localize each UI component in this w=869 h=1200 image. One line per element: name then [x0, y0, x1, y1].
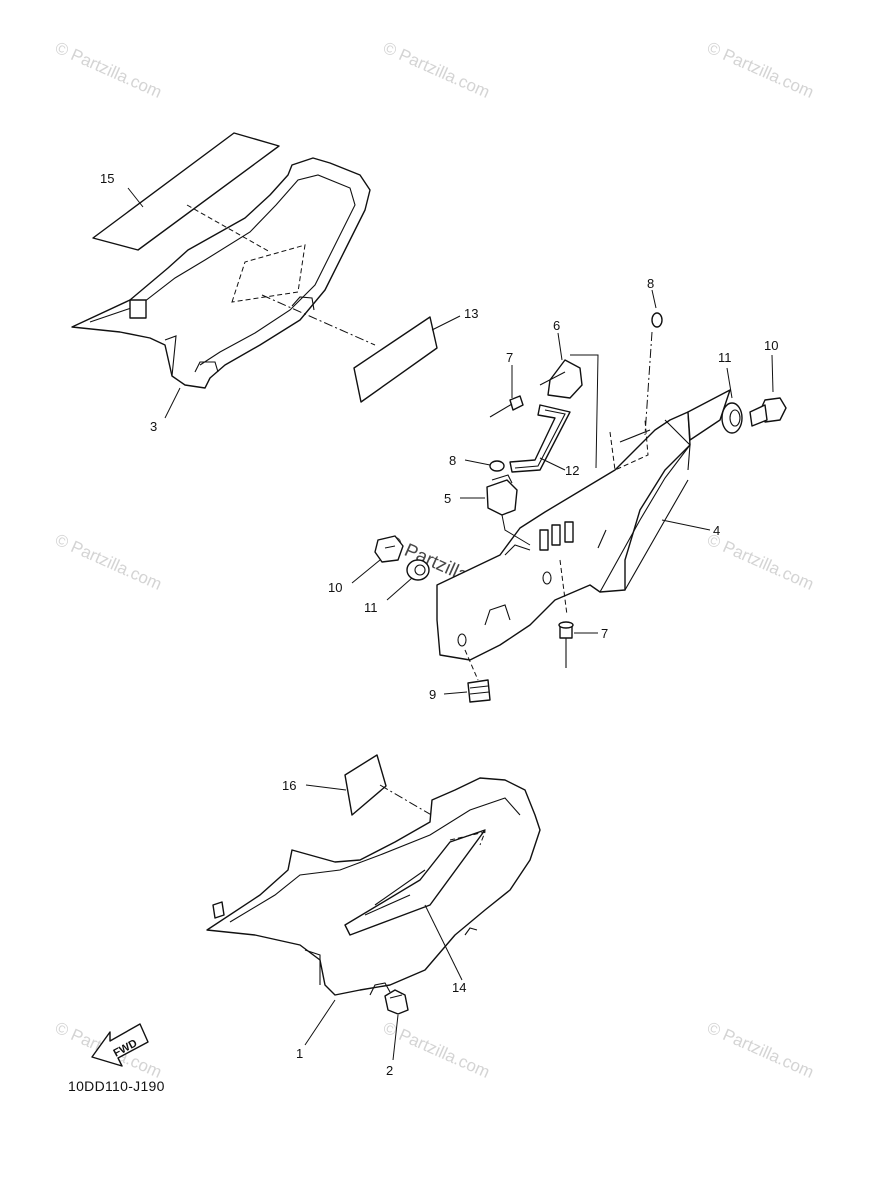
callout-10-right: 10: [764, 338, 778, 353]
callout-13: 13: [464, 306, 478, 321]
part-7-rivet-lower: [558, 621, 574, 668]
callout-11-right: 11: [718, 350, 732, 365]
callout-8-lower: 8: [449, 453, 456, 468]
part-16-decal: [344, 754, 441, 821]
callout-7-lower: 7: [601, 626, 608, 641]
callout-7-upper: 7: [506, 350, 513, 365]
part-11-grommet-right: [721, 402, 743, 434]
callout-6: 6: [553, 318, 560, 333]
part-6-clip: [539, 354, 599, 469]
fwd-arrow-icon: FWD: [91, 1023, 149, 1067]
part-8-washer-lower: [489, 460, 505, 472]
callout-11-left: 11: [364, 600, 378, 615]
part-12-strap: [509, 404, 571, 473]
part-8-washer-upper: [651, 312, 663, 328]
callout-16: 16: [282, 778, 296, 793]
part-10-bolt-right: [749, 397, 787, 427]
part-9-grommet: [464, 649, 491, 703]
part-4-bracket: [436, 389, 731, 661]
part-5-clip: [486, 474, 531, 546]
callout-4: 4: [713, 523, 720, 538]
callout-14: 14: [452, 980, 466, 995]
part-10-bolt-left: [374, 535, 404, 563]
part-3-side-cover: [71, 157, 376, 389]
callout-15: 15: [100, 171, 114, 186]
part-7-rivet-upper: [489, 395, 524, 418]
callout-2: 2: [386, 1063, 393, 1078]
callout-1: 1: [296, 1046, 303, 1061]
callout-3: 3: [150, 419, 157, 434]
callout-10-left: 10: [328, 580, 342, 595]
part-11-grommet-left: [406, 559, 430, 581]
diagram-reference-code: 10DD110-J190: [68, 1078, 165, 1094]
callout-12: 12: [565, 463, 579, 478]
part-1-side-cover: [206, 777, 541, 996]
callout-5: 5: [444, 491, 451, 506]
callout-8-upper: 8: [647, 276, 654, 291]
part-2-screw: [384, 989, 409, 1015]
callout-9: 9: [429, 687, 436, 702]
part-13-decal: [353, 316, 438, 403]
